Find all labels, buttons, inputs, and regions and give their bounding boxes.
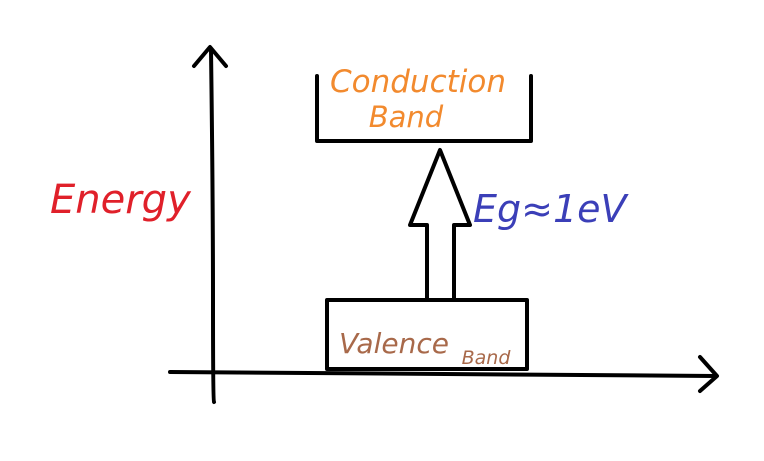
conduction-band: Conduction Band [315,64,533,143]
energy-axis-label: Energy [50,177,192,223]
conduction-band-label-line1: Conduction [330,64,506,100]
conduction-band-outline [315,74,533,143]
energy-axis-line [209,48,216,404]
band-gap-arrow-icon [408,148,472,300]
energy-axis-arrowhead-icon [192,45,228,68]
valence-band-label-line2: Band [462,347,512,369]
horizontal-axis-arrowhead-icon [698,355,719,393]
energy-axis [192,45,228,404]
horizontal-axis-line [168,370,717,378]
conduction-band-label-line2: Band [369,100,444,134]
band-gap-label: Eg≈1eV [473,187,630,231]
horizontal-axis [168,355,719,393]
valence-band-outline [325,298,529,371]
valence-band: Valence Band [325,298,529,371]
valence-band-label-line1: Valence [339,327,449,360]
